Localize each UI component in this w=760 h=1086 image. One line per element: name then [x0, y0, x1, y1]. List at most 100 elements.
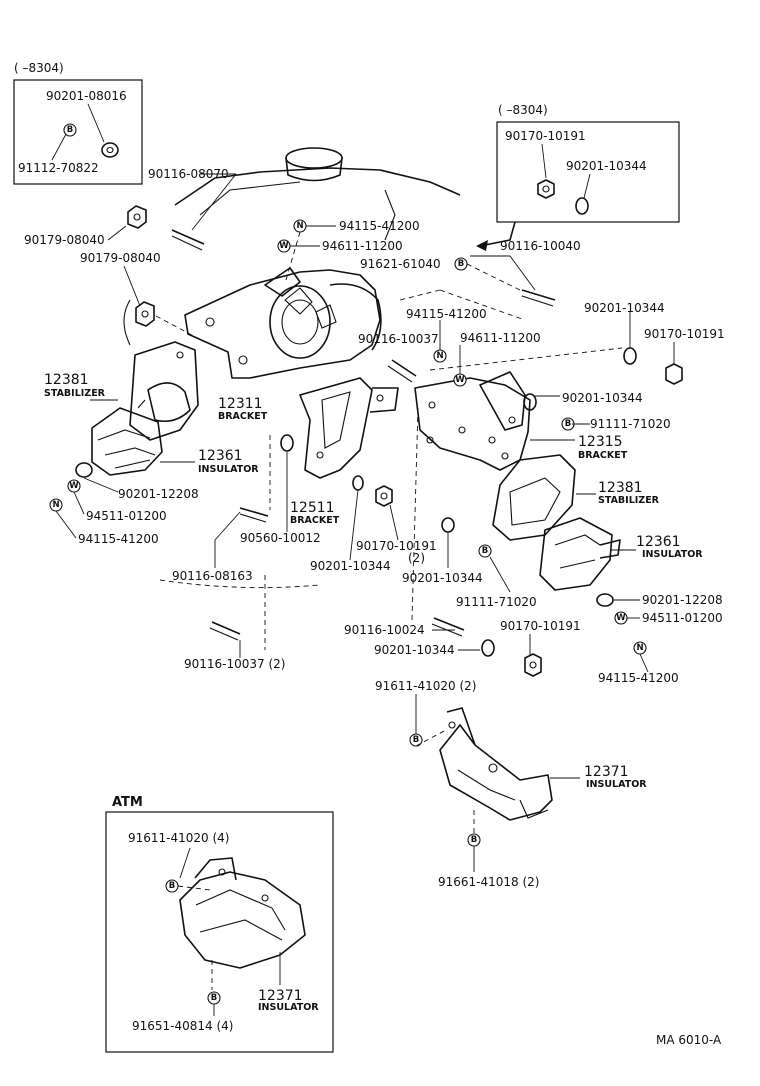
washer-icon	[101, 142, 119, 158]
label-91111-71020-b: 91111-71020	[456, 595, 537, 609]
atm-insulator-name: INSULATOR	[258, 1002, 319, 1013]
atm-frame	[105, 811, 334, 1053]
label-12361: 12361	[198, 448, 243, 464]
nut-symbol-icon: N	[433, 349, 447, 363]
label-94115-41200: 94115-41200	[339, 219, 420, 233]
svg-text:B: B	[413, 735, 419, 745]
bolt-symbol-icon: B	[478, 544, 492, 558]
nut-symbol-icon: N	[633, 641, 647, 655]
bolt-symbol-icon: B	[165, 879, 179, 893]
nut-icon	[127, 205, 147, 229]
label-90170-10191: 90170-10191	[644, 327, 725, 341]
washer-symbol-icon: W	[67, 479, 81, 493]
nut-symbol-icon: N	[293, 219, 307, 233]
washer-icon	[280, 434, 294, 452]
stud-bolt-icon	[239, 507, 269, 523]
stud-bolt-icon	[209, 621, 241, 641]
leader-lines	[55, 173, 675, 872]
bracket-12315-part	[414, 371, 531, 471]
label-12315: 12315	[578, 434, 623, 450]
label-90116-08163: 90116-08163	[172, 569, 253, 583]
bolt-symbol-icon: B	[454, 257, 468, 271]
svg-text:B: B	[169, 881, 175, 891]
nut-icon	[135, 301, 155, 327]
label-12381-name-b: STABILIZER	[598, 495, 660, 506]
stud-bolt-icon	[521, 289, 556, 307]
inset-right-part-top: 90170-10191	[505, 129, 586, 143]
svg-text:B: B	[482, 546, 488, 556]
label-91621-61040: 91621-61040	[360, 257, 441, 271]
hardware-items	[75, 205, 683, 677]
svg-text:N: N	[436, 351, 443, 361]
bolt-symbol-icon: B	[207, 991, 221, 1005]
svg-text:B: B	[67, 125, 73, 135]
label-12511-name: BRACKET	[290, 515, 340, 526]
label-90170-10191-b-qty: (2)	[408, 551, 425, 565]
inset-left-part-top: 90201-08016	[46, 89, 127, 103]
svg-text:N: N	[296, 221, 303, 231]
label-90179-08040-b: 90179-08040	[80, 251, 161, 265]
label-90560-10012: 90560-10012	[240, 531, 321, 545]
washer-icon	[441, 517, 455, 533]
washer-icon	[596, 593, 614, 607]
label-12361-name: INSULATOR	[198, 464, 259, 475]
inset-box-right: ( –8304) 90170-10191 90201-10344	[476, 103, 680, 251]
label-90201-12208: 90201-12208	[118, 487, 199, 501]
label-90201-10344-c: 90201-10344	[310, 559, 391, 573]
svg-text:N: N	[636, 643, 643, 653]
svg-text:B: B	[211, 993, 217, 1003]
nut-icon	[524, 653, 542, 677]
inset-right-part-bottom: 90201-10344	[566, 159, 647, 173]
nut-icon	[537, 179, 555, 199]
stud-bolt-icon	[387, 359, 417, 383]
bracket-12511-part	[299, 377, 399, 479]
label-90116-10037-2: 90116-10037 (2)	[184, 657, 286, 671]
label-12371-name: INSULATOR	[586, 779, 647, 790]
label-94115-41200-b: 94115-41200	[406, 307, 487, 321]
label-94115-41200-c: 94115-41200	[78, 532, 159, 546]
label-91111-71020: 91111-71020	[590, 417, 671, 431]
label-12511: 12511	[290, 500, 335, 516]
washer-icon	[575, 197, 589, 215]
label-90201-12208-b: 90201-12208	[642, 593, 723, 607]
svg-text:B: B	[458, 259, 464, 269]
atm-insulator-number: 12371	[258, 988, 303, 1004]
label-12315-name: BRACKET	[578, 450, 628, 461]
atm-part-bolt: 91611-41020 (4)	[128, 831, 230, 845]
label-94611-11200-b: 94611-11200	[460, 331, 541, 345]
insulator-12371-part	[439, 707, 553, 821]
svg-text:W: W	[279, 241, 289, 251]
atm-section: ATM 91611-41020 (4) B B 12371 INSULATOR …	[105, 795, 334, 1053]
washer-symbol-icon: W	[277, 239, 291, 253]
svg-text:B: B	[471, 835, 477, 845]
label-90116-10024: 90116-10024	[344, 623, 425, 637]
washer-symbol-icon: W	[453, 373, 467, 387]
engine-block-outline	[123, 147, 461, 346]
svg-text:W: W	[69, 481, 79, 491]
atm-insulator-part	[179, 857, 306, 969]
insulator-left-part	[91, 407, 163, 476]
washer-icon	[352, 475, 364, 491]
diagram-code: MA 6010-A	[656, 1033, 722, 1047]
insulator-right-part	[539, 517, 621, 591]
label-12311: 12311	[218, 396, 263, 412]
nut-symbol-icon: N	[49, 498, 63, 512]
washer-icon	[523, 393, 537, 411]
label-12311-name: BRACKET	[218, 411, 268, 422]
washer-icon	[623, 347, 637, 365]
nut-icon	[375, 485, 393, 507]
label-90116-08070: 90116-08070	[148, 167, 229, 181]
label-90170-10191-b: 90170-10191	[356, 539, 437, 553]
label-90116-10037: 90116-10037	[358, 332, 439, 346]
label-12381-b: 12381	[598, 480, 643, 496]
atm-title: ATM	[112, 795, 143, 810]
inset-left-frame	[13, 79, 143, 185]
label-94511-01200-b: 94511-01200	[642, 611, 723, 625]
label-90201-10344: 90201-10344	[584, 301, 665, 315]
stabilizer-left-part	[129, 341, 199, 441]
bolt-symbol-icon: B	[63, 123, 77, 137]
bracket-12311-part	[184, 267, 382, 379]
label-90201-10344-b: 90201-10344	[562, 391, 643, 405]
washer-icon	[75, 462, 93, 478]
